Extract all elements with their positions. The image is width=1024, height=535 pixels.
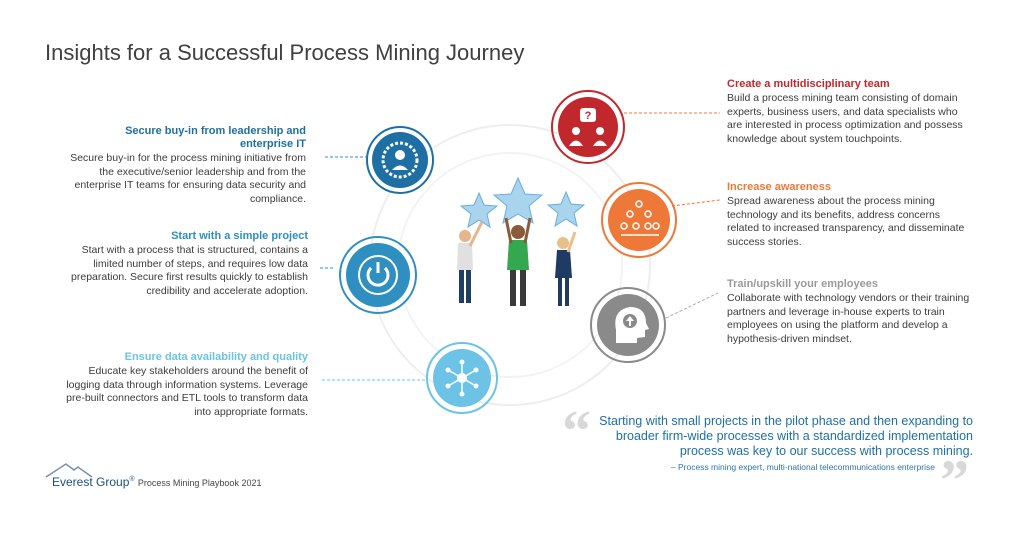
section-simple: Start with a simple project Start with a… xyxy=(60,230,308,298)
person-right-icon xyxy=(555,231,577,306)
section-buyin: Secure buy-in from leadership and enterp… xyxy=(70,125,306,206)
connector-awareness xyxy=(671,199,721,207)
footer-reg: ® xyxy=(129,476,135,483)
open-quote-icon: “ xyxy=(562,398,591,463)
section-awareness-heading: Increase awareness xyxy=(727,181,831,193)
head-upload-icon xyxy=(590,287,666,363)
section-simple-body: Start with a process that is structured,… xyxy=(71,244,308,297)
power-icon xyxy=(339,236,417,314)
section-team-heading: Create a multidisciplinary team xyxy=(727,78,890,90)
svg-text:?: ? xyxy=(585,110,592,122)
section-awareness: Increase awareness Spread awareness abou… xyxy=(727,181,972,249)
section-team-body: Build a process mining team consisting o… xyxy=(727,92,963,145)
star-icon-center xyxy=(492,176,544,225)
journey-graphic: ? xyxy=(320,90,721,414)
section-train-body: Collaborate with technology vendors or t… xyxy=(727,292,970,345)
quote-attribution: – Process mining expert, multi-national … xyxy=(670,462,935,472)
executive-gear-icon xyxy=(366,126,434,194)
person-left-icon xyxy=(457,221,484,303)
footer: Everest Group® Process Mining Playbook 2… xyxy=(52,475,261,489)
section-data-heading: Ensure data availability and quality xyxy=(124,351,308,363)
person-center-icon xyxy=(504,217,532,306)
close-quote-icon: ” xyxy=(940,448,969,513)
star-icon-left xyxy=(459,191,499,229)
connector-train xyxy=(665,291,721,319)
star-icon-right xyxy=(546,190,586,228)
people-network-icon xyxy=(601,182,677,258)
section-train: Train/upskill your employees Collaborate… xyxy=(727,278,972,346)
section-train-heading: Train/upskill your employees xyxy=(727,278,878,290)
section-buyin-body: Secure buy-in for the process mining ini… xyxy=(70,152,306,205)
everest-logo-icon xyxy=(45,463,93,478)
network-hub-icon xyxy=(426,342,498,414)
section-data: Ensure data availability and quality Edu… xyxy=(60,351,308,419)
section-data-body: Educate key stakeholders around the bene… xyxy=(66,365,308,418)
page-title: Insights for a Successful Process Mining… xyxy=(45,40,525,65)
section-simple-heading: Start with a simple project xyxy=(171,230,308,242)
section-buyin-heading: Secure buy-in from leadership and enterp… xyxy=(125,125,306,150)
quote-text: Starting with small projects in the pilo… xyxy=(599,414,973,458)
footer-report: Process Mining Playbook 2021 xyxy=(137,478,262,488)
team-question-icon: ? xyxy=(551,90,625,164)
footer-brand: Everest Group xyxy=(52,475,130,489)
section-awareness-body: Spread awareness about the process minin… xyxy=(727,195,965,248)
section-team: Create a multidisciplinary team Build a … xyxy=(727,78,972,146)
